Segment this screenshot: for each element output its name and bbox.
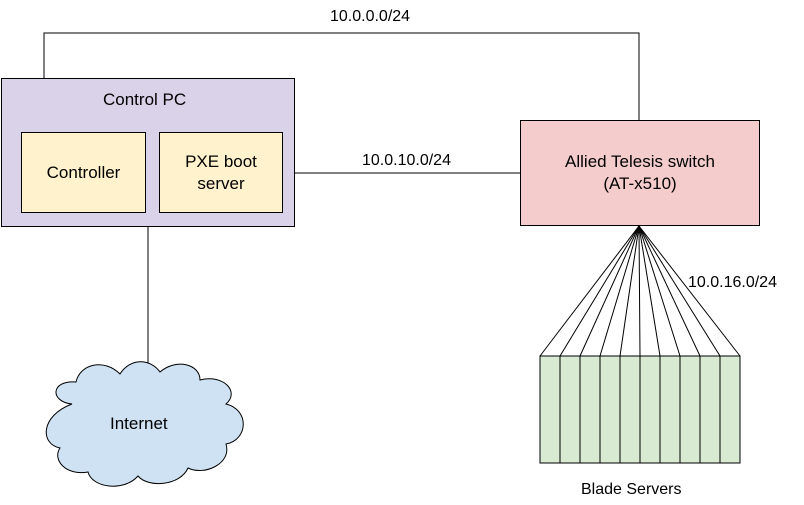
internet-label: Internet — [110, 414, 168, 433]
control-pc-title: Control PC — [103, 90, 187, 109]
controller-box: Controller — [21, 132, 146, 213]
blade-server-8 — [679, 355, 701, 464]
blade-server-3 — [579, 355, 601, 464]
fanout-line-7 — [638, 225, 661, 357]
blade-server-2 — [559, 355, 581, 464]
blade-server-5 — [619, 355, 641, 464]
blade-server-4 — [599, 355, 621, 464]
blade-fanout-lines — [539, 225, 741, 357]
switch-label-line1: Allied Telesis switch — [565, 152, 715, 171]
fanout-line-9 — [638, 225, 701, 357]
switch-box: Allied Telesis switch (AT-x510) — [520, 120, 760, 226]
blade-servers-label: Blade Servers — [581, 481, 682, 498]
blade-server-9 — [699, 355, 721, 464]
fanout-line-4 — [599, 225, 640, 357]
blade-server-7 — [659, 355, 681, 464]
fanout-line-10 — [638, 225, 721, 357]
pxe-boot-server-box: PXE boot server — [159, 132, 283, 213]
pxe-label-line1: PXE boot — [185, 151, 257, 171]
subnet-label-middle: 10.0.10.0/24 — [362, 152, 451, 169]
fanout-line-1 — [539, 225, 640, 357]
blade-server-6 — [639, 355, 661, 464]
blade-server-1 — [539, 355, 561, 464]
fanout-line-6 — [638, 225, 641, 357]
blade-server-10 — [719, 355, 741, 464]
fanout-line-8 — [638, 225, 681, 357]
fanout-line-2 — [559, 225, 640, 357]
controller-label: Controller — [46, 162, 121, 182]
fanout-line-11 — [638, 225, 741, 357]
subnet-label-top: 10.0.0.0/24 — [330, 8, 411, 25]
subnet-label-blades: 10.0.16.0/24 — [688, 274, 777, 291]
pxe-label-line2: server — [197, 173, 245, 193]
switch-label-line2: (AT-x510) — [603, 174, 677, 193]
fanout-line-3 — [579, 225, 640, 357]
internet-cloud — [45, 361, 244, 487]
fanout-line-5 — [619, 225, 640, 357]
blade-server-rack — [539, 355, 741, 464]
